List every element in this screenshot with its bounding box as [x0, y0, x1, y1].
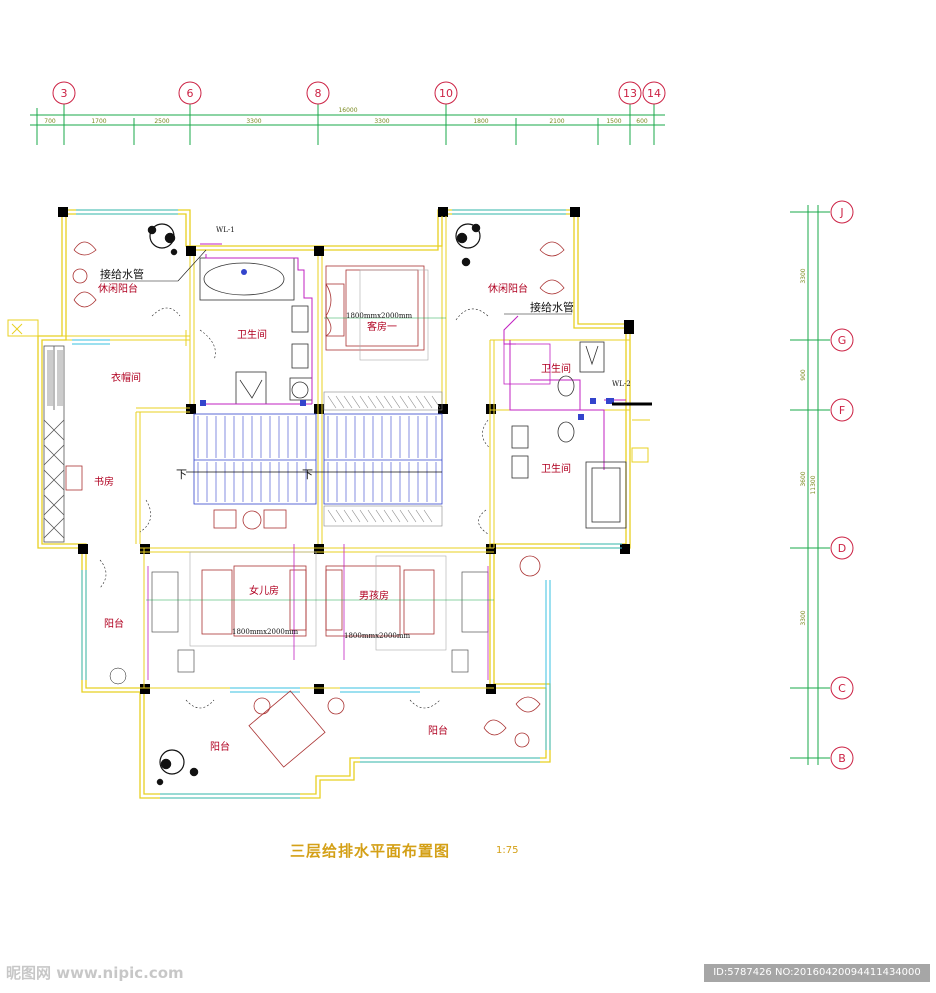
top-dimension-chain: [30, 108, 665, 145]
dim-top-8: 1500: [606, 118, 621, 125]
dim-top-1: 700: [44, 118, 56, 125]
grid-label-top-5: 13: [623, 87, 637, 100]
bathtub-right: [585, 461, 627, 529]
stair-down-right: 下: [302, 468, 313, 481]
fixtures-right: [511, 341, 605, 479]
study-chair: [65, 465, 83, 491]
balcony-chairs-nw: [72, 241, 97, 308]
room-study: 书房: [94, 475, 114, 488]
stair-treads: [197, 416, 437, 502]
room-guest: 客房一: [367, 320, 397, 333]
grid-label-right-4: D: [838, 542, 846, 555]
pipe-label-wl2: WL-2: [612, 380, 631, 388]
room-leisure-balcony-left: 休闲阳台: [98, 282, 138, 295]
water-pipes: [200, 243, 626, 470]
room-bathroom-center: 卫生间: [237, 328, 267, 341]
grid-label-right-1: J: [839, 206, 843, 219]
lounge-chair: [248, 690, 345, 768]
top-grid-bubbles: [52, 81, 666, 105]
rugs-south: [189, 551, 447, 651]
right-dimension-chain: [790, 205, 830, 765]
closets-vertical: [147, 544, 489, 680]
bed-daughter: [201, 565, 307, 637]
bed-guest: [325, 265, 425, 351]
wardrobe: [43, 345, 65, 543]
note-water-inlet-right: 接给水管: [530, 300, 574, 314]
room-cloakroom: 衣帽间: [111, 371, 141, 384]
dim-top-3: 2500: [154, 118, 169, 125]
top-grid-lines: [63, 104, 655, 110]
balcony-chairs-se: [483, 555, 541, 748]
windows: [72, 209, 622, 799]
sinks-center: [235, 305, 313, 405]
grid-label-top-3: 8: [315, 87, 322, 100]
watermark-id: ID:5787426 NO:20160420094411434000: [704, 964, 930, 982]
bed-size-son: 1800mmx2000mm: [344, 632, 410, 640]
dim-top-5: 3300: [374, 118, 389, 125]
shower-box: [503, 343, 551, 385]
grid-label-right-5: C: [838, 682, 846, 695]
stair-down-left: 下: [176, 468, 187, 481]
pipe-markers: [200, 398, 614, 420]
dim-total-top: 16000: [338, 107, 357, 114]
pipe-label-wl1: WL-1: [216, 226, 235, 234]
dim-right-3: 3600: [800, 471, 807, 486]
leader-water-inlet-left-2: [177, 249, 207, 282]
drawing-scale: 1:75: [496, 845, 519, 856]
dim-right-2: 900: [800, 369, 807, 381]
dim-right-1: 3300: [800, 268, 807, 283]
guest-rug: [359, 269, 429, 361]
grid-label-top-2: 6: [187, 87, 194, 100]
room-balcony-south-2: 阳台: [428, 724, 448, 737]
dim-total-right: 11300: [810, 475, 817, 494]
grid-label-right-6: B: [838, 752, 846, 765]
grid-label-top-4: 10: [439, 87, 453, 100]
grid-label-right-2: G: [838, 334, 847, 347]
grid-label-top-6: 14: [647, 87, 661, 100]
bathtub: [199, 257, 295, 301]
watermark-site: 昵图网 www.nipic.com: [6, 964, 184, 982]
room-leisure-balcony-right: 休闲阳台: [488, 282, 528, 295]
columns: [58, 207, 634, 694]
door-swings: [99, 307, 491, 709]
dim-top-2: 1700: [91, 118, 106, 125]
balcony-edges: [7, 319, 650, 463]
center-lines: [146, 317, 494, 601]
bed-size-daughter: 1800mmx2000mm: [232, 628, 298, 636]
bed-son: [325, 565, 435, 637]
note-water-inlet-left: 接给水管: [100, 267, 144, 281]
staircase: [193, 413, 443, 505]
room-bathroom-right-2: 卫生间: [541, 462, 571, 475]
room-balcony-west: 阳台: [104, 617, 124, 630]
plant-icons: [109, 223, 481, 786]
right-grid-bubbles: [830, 200, 854, 770]
room-balcony-south-1: 阳台: [210, 740, 230, 753]
balcony-chairs-ne: [539, 241, 565, 295]
cloak-fill: [47, 350, 63, 406]
stair-railing: [323, 391, 443, 527]
dim-top-4: 3300: [246, 118, 261, 125]
bed-size-guest: 1800mmx2000mm: [346, 312, 412, 320]
room-bathroom-right-1: 卫生间: [541, 362, 571, 375]
grid-label-right-3: F: [839, 404, 845, 417]
drawing-title: 三层给排水平面布置图: [290, 842, 451, 860]
dining-chairs: [213, 509, 287, 530]
grid-label-top-1: 3: [61, 87, 68, 100]
dim-top-6: 1800: [473, 118, 488, 125]
dim-top-9: 600: [636, 118, 648, 125]
dim-right-4: 3300: [800, 610, 807, 625]
room-daughter: 女儿房: [249, 584, 279, 597]
room-son: 男孩房: [359, 589, 389, 602]
dim-top-7: 2100: [549, 118, 564, 125]
